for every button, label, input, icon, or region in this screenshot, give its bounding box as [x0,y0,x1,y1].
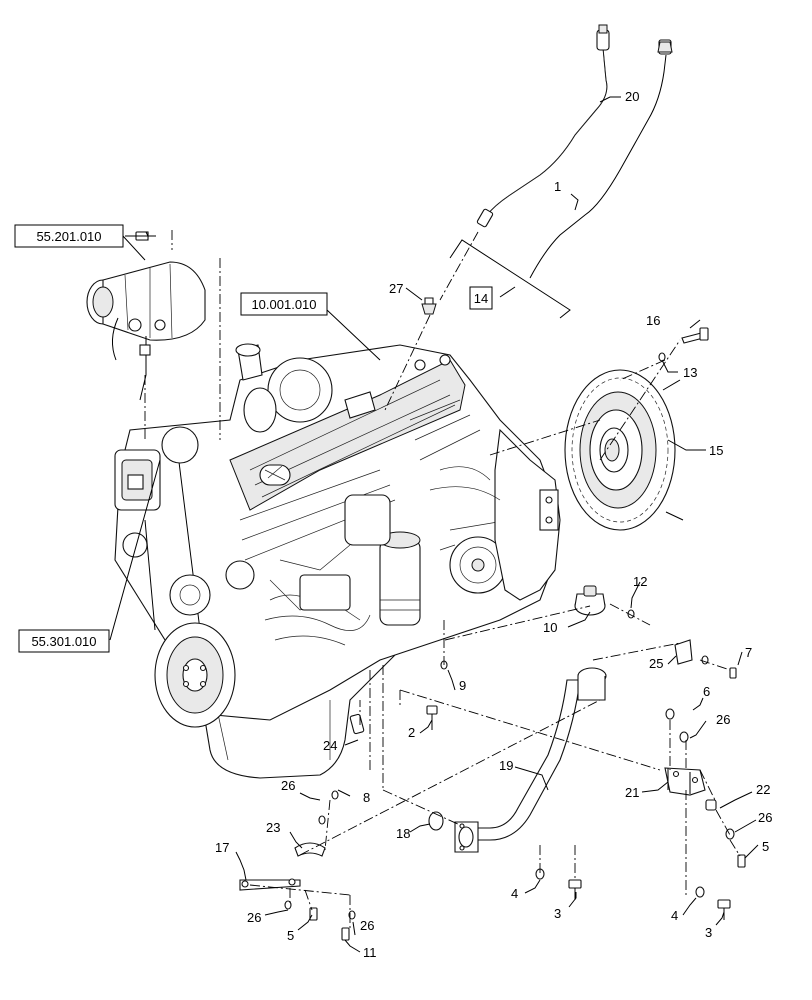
ref-label-starter: 55.201.010 [36,229,101,244]
callout-12: 12 [633,574,647,589]
strap-part-17 [239,878,301,891]
bracket-part-25 [674,639,693,665]
callout-17: 17 [215,840,229,855]
assembly-lines [144,230,741,930]
ref-label-group: 14 [474,291,488,306]
oil-fill-tube-part-19 [454,667,607,853]
callouts: 1 20 27 16 13 15 12 10 25 7 9 6 26 2 24 … [215,89,772,960]
callout-21: 21 [625,785,639,800]
starter-motor [86,231,206,401]
callout-26b: 26 [758,810,772,825]
ref-box-alternator[interactable]: 55.301.010 [18,629,110,653]
ref-box-starter[interactable]: 55.201.010 [14,224,124,248]
callout-8: 8 [363,790,370,805]
ref-box-engine[interactable]: 10.001.010 [240,292,328,316]
spacer-part-24 [349,713,365,735]
group-14-bracket [449,239,571,319]
filler-cap-part-10 [574,585,606,616]
callout-15: 15 [709,443,723,458]
dipstick-tube-part-20 [476,24,610,228]
ref-label-engine: 10.001.010 [251,297,316,312]
callout-4a: 4 [511,886,518,901]
callout-26d: 26 [247,910,261,925]
dipstick-part-1 [529,39,673,279]
callout-5b: 5 [287,928,294,943]
callout-24: 24 [323,738,337,753]
bracket-part-21 [664,767,706,796]
callout-4b: 4 [671,908,678,923]
callout-6: 6 [703,684,710,699]
callout-19: 19 [499,758,513,773]
callout-22: 22 [756,782,770,797]
callout-23: 23 [266,820,280,835]
callout-16: 16 [646,313,660,328]
callout-26e: 26 [360,918,374,933]
callout-27: 27 [389,281,403,296]
callout-11: 11 [363,945,377,960]
callout-26c: 26 [281,778,295,793]
leader-lines [109,96,759,953]
ref-box-group[interactable]: 14 [469,286,493,310]
callout-10: 10 [543,620,557,635]
callout-18: 18 [396,826,410,841]
callout-1: 1 [554,179,561,194]
callout-3a: 3 [554,906,561,921]
callout-2: 2 [408,725,415,740]
callout-13: 13 [683,365,697,380]
callout-7: 7 [745,645,752,660]
callout-5a: 5 [762,839,769,854]
flywheel-part-15 [564,369,684,531]
o-ring-part-18 [428,811,444,831]
callout-9: 9 [459,678,466,693]
ref-label-alternator: 55.301.010 [31,634,96,649]
callout-25: 25 [649,656,663,671]
fitting-part-27 [421,297,437,315]
callout-26a: 26 [716,712,730,727]
engine-assembly [114,343,561,779]
callout-3b: 3 [705,925,712,940]
callout-20: 20 [625,89,639,104]
